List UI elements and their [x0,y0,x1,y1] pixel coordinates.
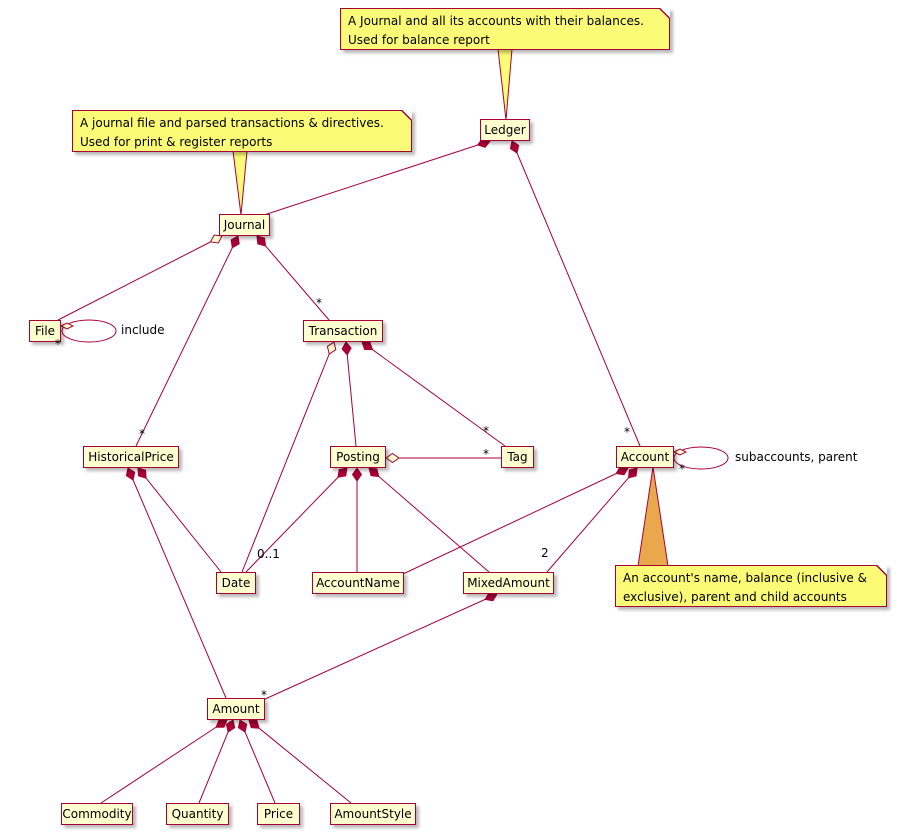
class-box-amount: Amount [207,698,265,720]
edge-amount-commodity [100,719,228,804]
edge-historical-price-date [137,467,222,573]
diamond-ledger-account [509,140,520,154]
note-connector-journal [232,150,248,216]
edge-ledger-journal [263,140,491,216]
edge-label-file-self-mult: * [55,337,61,351]
diamond-historical-price-amount [125,467,136,481]
diamond-transaction-tag [361,341,374,351]
diamond-amount-quantity [225,719,236,733]
class-box-historical-price: HistoricalPrice [83,446,179,468]
note-ledger: A Journal and all its accounts with thei… [340,8,670,50]
class-box-tag: Tag [501,446,534,468]
edge-file-self-loop [61,319,117,343]
edge-amount-quantity [198,719,234,804]
edge-account-mixed-amount [546,467,638,573]
edge-posting-date [245,467,348,573]
diamond-journal-file [209,234,223,244]
class-box-account-name: AccountName [312,572,404,594]
edge-account-self-loop [673,446,729,470]
edge-posting-mixed-amount [368,467,490,573]
diamond-amount-commodity [215,719,228,728]
edge-label-account-self-mult: * [679,462,685,476]
diamond-posting-date [337,467,348,478]
note-account: An account's name, balance (inclusive & … [615,565,887,607]
diamond-posting-account-name [351,467,363,482]
class-box-account: Account [616,446,674,468]
note-account-text: An account's name, balance (inclusive & … [623,571,867,604]
edge-historical-price-amount [127,467,227,699]
edge-label-include: include [121,323,165,337]
edge-transaction-tag [361,341,506,447]
edge-transaction-date [241,341,335,573]
class-box-price: Price [257,803,300,825]
class-box-journal: Journal [219,214,270,236]
edge-journal-file [57,235,223,321]
class-box-mixed-amount: MixedAmount [463,572,554,594]
note-connector-ledger [497,48,513,121]
class-box-transaction: Transaction [303,320,383,342]
note-fold-icon [659,8,670,19]
edge-account-account-name [402,467,629,575]
edge-label-posting-tag-mult: * [483,447,489,461]
diamond-amount-price [237,719,248,733]
note-connector-account [637,466,669,567]
diamond-account-self [672,448,688,456]
edge-label-journal-historical-price-mult: * [139,427,145,441]
class-box-ledger: Ledger [480,119,530,141]
note-fold-icon [876,565,887,576]
diamond-transaction-date [326,341,337,355]
diamond-posting-mixed-amount [368,467,380,478]
diamond-account-mixed-amount [627,467,638,479]
diamond-transaction-posting [341,341,352,356]
edge-journal-historical-price [135,235,239,447]
diamond-amount-amount-style [248,719,260,729]
diamond-journal-transaction [256,235,267,247]
edge-label-transaction-tag-mult: * [483,424,489,438]
edge-journal-transaction [256,235,330,321]
note-journal-text: A journal file and parsed transactions &… [80,116,384,149]
diamond-journal-historical-price [230,235,240,249]
diamond-file-self [59,322,75,330]
note-ledger-text: A Journal and all its accounts with thei… [348,14,644,47]
diamond-historical-price-date [137,467,147,479]
class-box-quantity: Quantity [166,803,229,825]
note-fold-icon [401,110,412,121]
class-box-commodity: Commodity [61,803,133,825]
edge-transaction-posting [345,341,357,447]
edge-mixed-amount-amount [262,593,498,701]
edge-ledger-account [511,140,641,447]
edge-label-ledger-account-mult: * [624,425,630,439]
class-box-amount-style: AmountStyle [330,803,416,825]
class-box-file: File [29,320,61,342]
diamond-posting-tag [385,452,400,464]
class-box-date: Date [216,572,256,594]
edge-amount-price [239,719,276,804]
note-journal: A journal file and parsed transactions &… [72,110,412,152]
edge-label-posting-date-mult: 0..1 [257,547,280,561]
edge-label-journal-transaction-mult: * [316,296,322,310]
edge-label-mixed-amount-amount-mult: * [261,688,267,702]
class-box-posting: Posting [330,446,386,468]
edge-amount-amount-style [248,719,352,804]
edge-label-subaccounts: subaccounts, parent [735,450,858,464]
edge-label-account-mixed-amount-mult: 2 [541,546,549,560]
